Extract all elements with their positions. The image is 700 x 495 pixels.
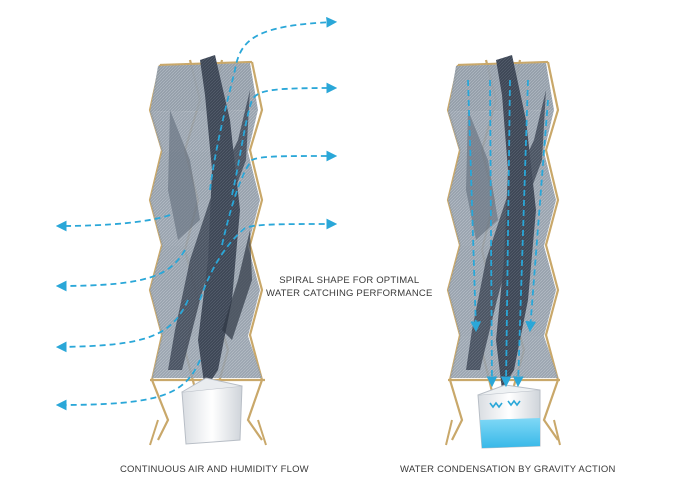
airflow-arrows	[55, 16, 338, 411]
dashed-arrow-icon	[55, 359, 201, 411]
water-level	[480, 418, 540, 448]
dashed-arrow-icon	[486, 79, 498, 388]
dashed-arrow-icon	[209, 16, 338, 191]
left-tower	[148, 55, 267, 446]
middle-caption-line2: WATER CATCHING PERFORMANCE	[266, 288, 433, 299]
middle-caption: SPIRAL SHAPE FOR OPTIMAL WATER CATCHING …	[266, 274, 433, 300]
dashed-arrow-icon	[467, 79, 482, 333]
right-basin	[477, 384, 541, 449]
left-tower-spiral	[168, 55, 252, 390]
dashed-arrow-icon	[221, 150, 338, 246]
middle-caption-line1: SPIRAL SHAPE FOR OPTIMAL	[279, 275, 420, 286]
left-basin	[181, 377, 243, 445]
left-tower-legs	[149, 419, 267, 446]
dashed-arrow-icon	[55, 249, 186, 292]
right-caption: WATER CONDENSATION BY GRAVITY ACTION	[400, 464, 616, 475]
dashed-arrow-icon	[55, 214, 171, 232]
dashed-arrow-icon	[525, 99, 549, 333]
left-caption: CONTINUOUS AIR AND HUMIDITY FLOW	[120, 464, 309, 475]
right-tower	[445, 55, 561, 449]
dashed-arrow-icon	[199, 218, 338, 301]
water-drop-icon	[489, 399, 521, 409]
gravity-arrows	[467, 79, 549, 388]
dashed-arrow-icon	[512, 79, 529, 388]
dashed-arrow-icon	[55, 299, 189, 353]
dashed-arrow-icon	[500, 79, 512, 388]
dashed-arrow-icon	[231, 82, 338, 196]
right-tower-legs	[445, 419, 561, 446]
